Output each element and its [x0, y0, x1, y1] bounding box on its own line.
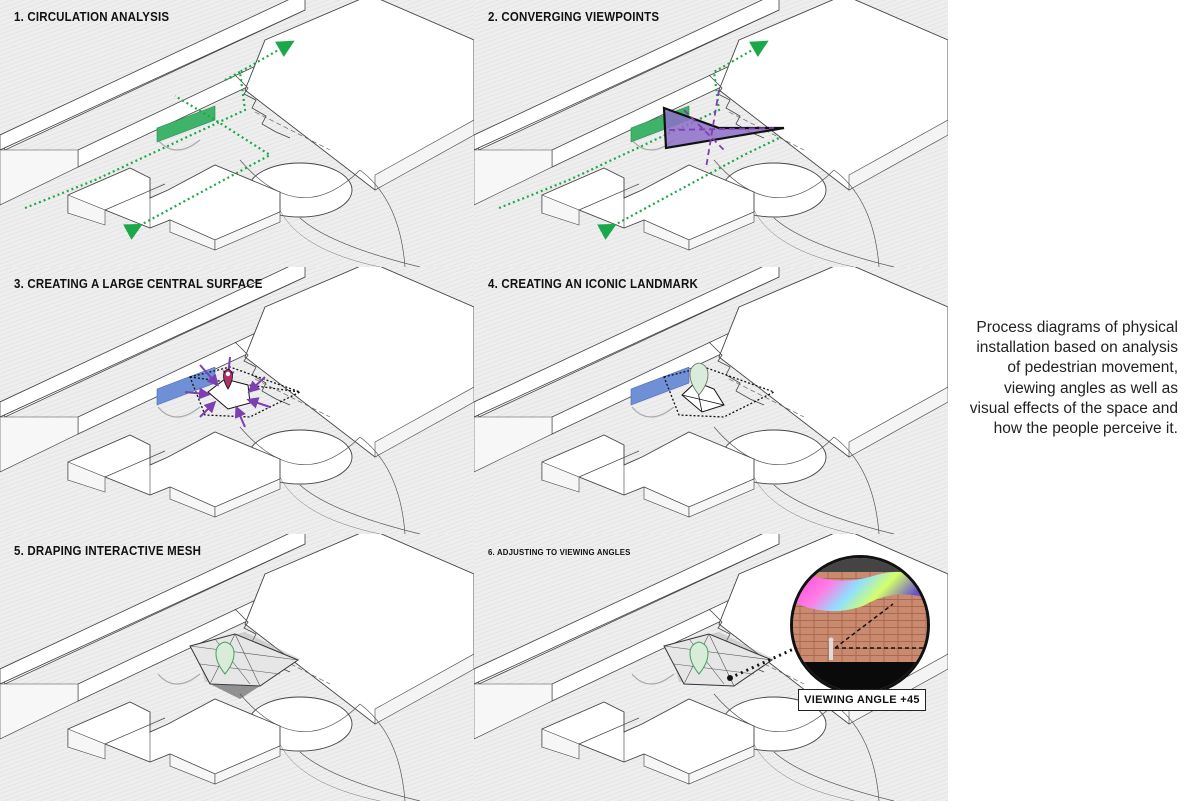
surface-core	[207, 378, 251, 410]
path-arrow-1	[498, 40, 769, 210]
sightline-1	[705, 89, 720, 169]
landmark-drop-icon	[689, 641, 709, 675]
landmark-drop-icon	[215, 641, 235, 675]
surface-line	[189, 376, 301, 393]
path-arrow-2	[123, 95, 273, 240]
panel-title: 5. DRAPING INTERACTIVE MESH	[14, 544, 202, 558]
viewing-angle-label: VIEWING ANGLE +45	[798, 689, 926, 711]
viewing-angle-inset	[790, 555, 930, 695]
viewpoint-diagram	[474, 0, 948, 267]
panel-title: 2. CONVERGING VIEWPOINTS	[488, 10, 660, 24]
path-arrow-2	[597, 137, 780, 240]
inset-leader-line	[729, 644, 801, 680]
path-arrow-1	[24, 40, 295, 210]
panel-interactive-mesh: 5. DRAPING INTERACTIVE MESH	[0, 534, 474, 801]
iridescent-mesh	[793, 568, 927, 612]
process-caption: Process diagrams of physical installatio…	[969, 319, 1178, 438]
landmark-diagram	[474, 267, 948, 534]
landmark-drop-icon	[689, 362, 709, 396]
panel-title: 3. CREATING A LARGE CENTRAL SURFACE	[14, 277, 263, 291]
mesh-diagram	[0, 534, 474, 801]
panel-title: 6. ADJUSTING TO VIEWING ANGLES	[488, 547, 631, 557]
circulation-diagram	[0, 0, 474, 267]
location-pin-icon	[223, 368, 233, 390]
viewing-angle-diagram	[474, 534, 948, 801]
bench-highlight	[156, 105, 216, 143]
bench-highlight-blue	[630, 366, 690, 406]
sightline-2	[668, 127, 775, 131]
panel-circulation-analysis: 1. CIRCULATION ANALYSIS	[0, 0, 474, 267]
panel-title: 4. CREATING AN ICONIC LANDMARK	[488, 277, 698, 291]
surface-diagram	[0, 267, 474, 534]
panel-central-surface: 3. CREATING A LARGE CENTRAL SURFACE	[0, 267, 474, 534]
panel-iconic-landmark: 4. CREATING AN ICONIC LANDMARK	[474, 267, 948, 534]
panel-title: 1. CIRCULATION ANALYSIS	[14, 10, 170, 24]
panel-converging-viewpoints: 2. CONVERGING VIEWPOINTS	[474, 0, 948, 267]
inset-photo	[793, 558, 927, 692]
viewpoint-surface	[662, 106, 785, 150]
